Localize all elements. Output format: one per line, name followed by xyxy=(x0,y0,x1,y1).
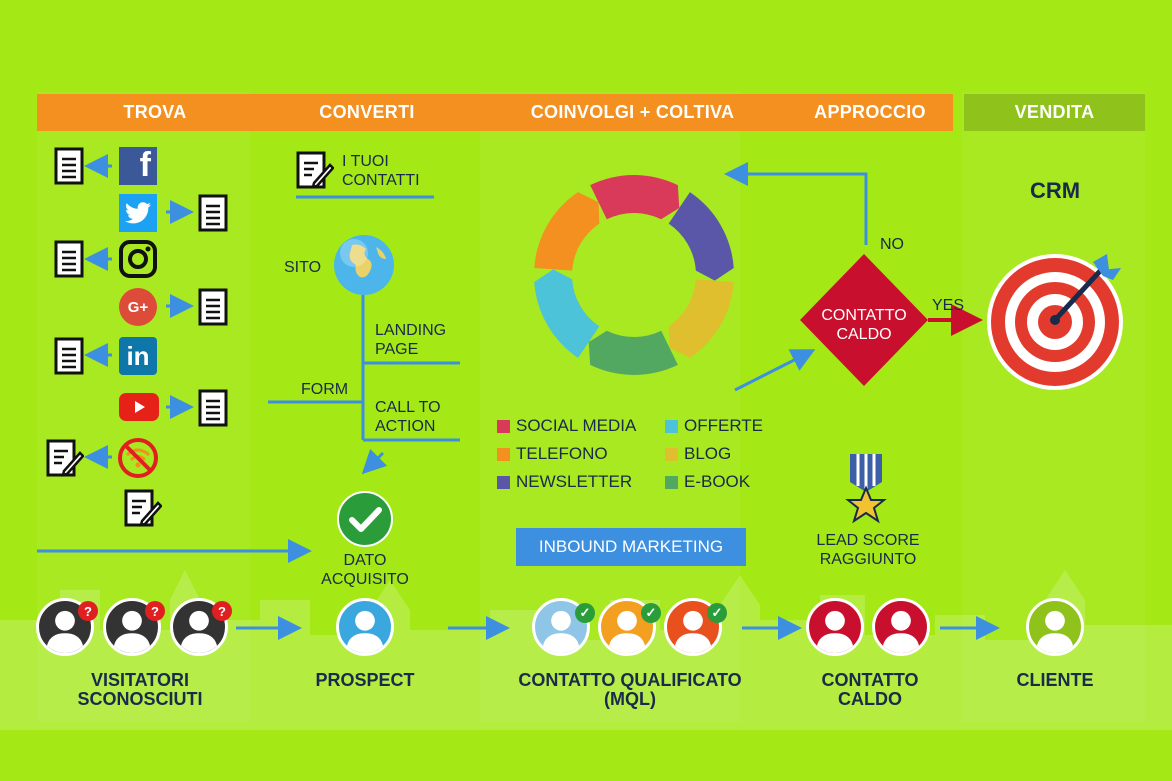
cta-label: CALL TO ACTION xyxy=(375,399,441,435)
document-icon xyxy=(198,194,228,232)
no-label: NO xyxy=(880,236,904,253)
cycle-segment xyxy=(534,269,600,358)
stage-label-mql: CONTATTO QUALIFICATO (MQL) xyxy=(518,670,742,709)
avatar xyxy=(806,598,864,656)
header-vendita: VENDITA xyxy=(964,94,1145,131)
unknown-badge-icon: ? xyxy=(78,601,98,621)
avatar xyxy=(1026,598,1084,656)
header-bar xyxy=(37,94,953,131)
legend-label: BLOG xyxy=(684,444,732,463)
legend-label: SOCIAL MEDIA xyxy=(516,416,637,435)
linkedin-icon[interactable]: in xyxy=(119,337,157,375)
legend-swatch xyxy=(497,475,510,489)
decision-label: CONTATTO CALDO xyxy=(821,307,907,343)
stage-label-visitatori: VISITATORI SCONOSCIUTI xyxy=(77,670,203,709)
legend-label: OFFERTE xyxy=(684,416,764,435)
check-badge-icon: ✓ xyxy=(641,603,661,623)
legend-item: E-BOOK xyxy=(665,472,750,492)
header-converti: CONVERTI xyxy=(319,102,415,122)
unknown-badge-icon: ? xyxy=(145,601,165,621)
document-icon xyxy=(198,389,228,427)
stage-label-cliente: CLIENTE xyxy=(1016,670,1094,690)
stage-label-caldo: CONTATTO CALDO xyxy=(821,670,919,709)
legend-label: NEWSLETTER xyxy=(516,472,633,491)
document-icon xyxy=(198,288,228,326)
no-wifi-icon[interactable] xyxy=(117,437,159,479)
twitter-icon[interactable] xyxy=(119,194,157,232)
medal-icon xyxy=(845,454,887,524)
avatar xyxy=(872,598,930,656)
facebook-icon[interactable]: f xyxy=(119,146,157,185)
edit-document-icon xyxy=(296,151,334,189)
cycle-segment xyxy=(588,330,678,375)
legend-label: TELEFONO xyxy=(516,444,608,463)
header-coinvolgi: COINVOLGI + COLTIVA xyxy=(530,102,735,122)
decision-diamond xyxy=(800,254,928,386)
legend-item: TELEFONO xyxy=(497,444,608,464)
cycle-segment xyxy=(534,192,600,271)
legend-swatch xyxy=(497,419,510,433)
edit-document-icon xyxy=(46,439,84,477)
yes-label: YES xyxy=(932,297,965,314)
check-icon xyxy=(337,491,393,547)
avatar xyxy=(336,598,394,656)
sito-label: SITO xyxy=(284,259,322,276)
google-plus-icon[interactable]: G+ xyxy=(119,288,157,326)
check-badge-icon: ✓ xyxy=(575,603,595,623)
legend-item: NEWSLETTER xyxy=(497,472,632,492)
globe-icon xyxy=(334,235,394,295)
legend-swatch xyxy=(497,447,510,461)
document-icon xyxy=(54,337,84,375)
inbound-marketing-badge: INBOUND MARKETING xyxy=(516,528,746,566)
stage-label-prospect: PROSPECT xyxy=(315,670,415,690)
header-approccio: APPROCCIO xyxy=(814,102,926,122)
legend-item: OFFERTE xyxy=(665,416,763,436)
target-icon xyxy=(987,254,1123,390)
lead-score-label: LEAD SCORE RAGGIUNTO xyxy=(816,532,920,568)
form-label: FORM xyxy=(301,381,349,398)
document-icon xyxy=(54,240,84,278)
instagram-icon[interactable] xyxy=(119,240,157,278)
edit-document-icon xyxy=(124,489,162,527)
contacts-label: I TUOI CONTATTI xyxy=(342,153,420,189)
dato-label: DATO ACQUISITO xyxy=(321,552,409,588)
header-trova: TROVA xyxy=(123,102,187,122)
legend-item: SOCIAL MEDIA xyxy=(497,416,636,436)
cycle-segment xyxy=(668,192,734,281)
cycle-diagram xyxy=(534,175,734,375)
cycle-segment xyxy=(668,279,734,358)
check-badge-icon: ✓ xyxy=(707,603,727,623)
legend-swatch xyxy=(665,447,678,461)
cycle-segment xyxy=(590,175,680,220)
landing-label: LANDING PAGE xyxy=(375,322,447,358)
crm-label: CRM xyxy=(1029,178,1081,203)
youtube-icon[interactable] xyxy=(119,393,159,421)
legend-swatch xyxy=(665,475,678,489)
legend-label: E-BOOK xyxy=(684,472,751,491)
unknown-badge-icon: ? xyxy=(212,601,232,621)
document-icon xyxy=(54,147,84,185)
legend-swatch xyxy=(665,419,678,433)
legend-item: BLOG xyxy=(665,444,731,464)
